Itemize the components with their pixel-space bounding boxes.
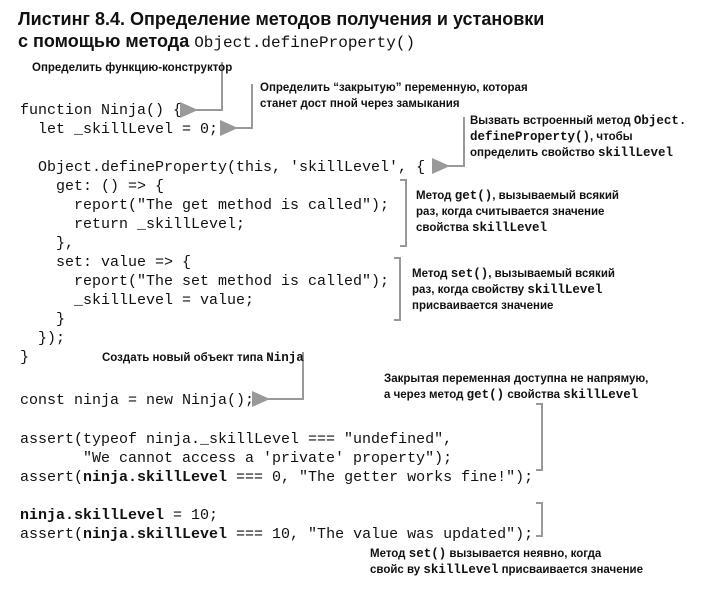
note-define-property-line-3: определить свойство skillLevel [470, 145, 686, 161]
note-dp-3b: skillLevel [597, 146, 673, 160]
code-bold-skilllevel-3: ninja.skillLevel [83, 526, 228, 543]
note-define-property: Вызвать встроенный метод Object. defineP… [470, 113, 686, 161]
code-assert-open-2: assert( [20, 526, 84, 543]
code-line-12: }); [20, 330, 66, 347]
code-line-11: } [20, 311, 66, 328]
note-set-1a: Метод [412, 268, 451, 280]
title-line-2-prefix: с помощью метода [18, 31, 195, 51]
code-line-19: assert(ninja.skillLevel === 10, "The val… [20, 525, 533, 544]
code-line-15: assert(typeof ninja._skillLevel === "und… [20, 431, 453, 448]
note-set-1c: , вызываемый всякий [488, 268, 615, 280]
note-set-2a: раз, когда свойству [412, 284, 528, 296]
code-bold-skilllevel-1: ninja.skillLevel [83, 469, 228, 486]
note-get-line-1: Метод get(), вызываемый всякий [416, 188, 619, 204]
code-line-17: assert(ninja.skillLevel === 0, "The gett… [20, 468, 533, 487]
note-pa-2a: а через метод [384, 389, 467, 401]
note-set-method: Метод set(), вызываемый всякий раз, когд… [412, 266, 615, 314]
code-line-10: _skillLevel = value; [20, 292, 255, 309]
note-set-line-3: присваивается значение [412, 300, 554, 312]
note-is-1c: вызывается неявно, когда [446, 548, 602, 560]
note-get-method: Метод get(), вызываемый всякий раз, когд… [416, 188, 619, 236]
note-get-1a: Метод [416, 190, 455, 202]
code-line-9: report("The set method is called"); [20, 273, 390, 290]
note-get-3a: свойства [416, 222, 472, 234]
note-is-2c: присваивается значение [498, 564, 643, 576]
note-private-variable: Определить “закрытую” переменную, котора… [260, 80, 528, 112]
code-line-5: report("The get method is called"); [20, 197, 390, 214]
code-assign-rest: = 10; [164, 507, 219, 524]
title-line-2-code: Object.defineProperty() [194, 34, 416, 52]
note-pa-2c: свойства [504, 389, 564, 401]
note-new-object-a: Создать новый объект типа [102, 352, 267, 364]
note-set-line-2: раз, когда свойству skillLevel [412, 282, 615, 298]
note-implicit-set: Метод set() вызывается неявно, когда сво… [370, 546, 643, 578]
note-new-object: Создать новый объект типа Ninja [102, 350, 304, 366]
note-define-property-line-2: defineProperty(), чтобы [470, 129, 686, 145]
code-line-4: get: () => { [20, 178, 165, 195]
code-line-7: }, [20, 235, 75, 252]
code-line-14: const ninja = new Ninja(); [20, 392, 255, 409]
note-private-variable-line-2: станет дост пной через замыкания [260, 98, 460, 110]
note-get-line-2: раз, когда считывается значение [416, 206, 605, 218]
note-is-1b: set() [408, 547, 447, 561]
code-assert-rest-2: === 10, "The value was updated"); [227, 526, 534, 543]
note-implicit-set-line-2: свойс ву skillLevel присваивается значен… [370, 562, 643, 578]
title-line-1: Листинг 8.4. Определение методов получен… [18, 9, 545, 29]
code-line-2: let _skillLevel = 0; [20, 121, 219, 138]
note-is-1a: Метод [370, 548, 409, 560]
note-get-1b: get() [454, 189, 493, 203]
note-dp-3a: определить свойство [470, 147, 598, 159]
note-dp-2a: defineProperty() [470, 130, 591, 144]
note-get-1c: , вызываемый всякий [492, 190, 619, 202]
note-dp-1b: Object. [633, 114, 687, 128]
code-line-8: set: value => { [20, 254, 192, 271]
code-line-3: Object.defineProperty(this, 'skillLevel'… [20, 159, 426, 176]
code-line-1: function Ninja() { [20, 102, 183, 119]
note-pa-2d: skillLevel [563, 388, 639, 402]
note-set-line-1: Метод set(), вызываемый всякий [412, 266, 615, 282]
note-get-line-3: свойства skillLevel [416, 220, 619, 236]
note-new-object-b: Ninja [266, 351, 304, 365]
note-private-variable-line-1: Определить “закрытую” переменную, котора… [260, 82, 528, 94]
note-is-2b: skillLevel [423, 563, 499, 577]
note-pa-2b: get() [466, 388, 505, 402]
note-set-1b: set() [450, 267, 489, 281]
note-private-access: Закрытая переменная доступна не напрямую… [384, 371, 648, 403]
code-line-13: } [20, 349, 30, 366]
title-line-2: с помощью метода Object.defineProperty() [18, 30, 544, 54]
note-private-access-line-2: а через метод get() свойства skillLevel [384, 387, 648, 403]
listing-title: Листинг 8.4. Определение методов получен… [18, 8, 544, 54]
code-assert-rest-1: === 0, "The getter works fine!"); [227, 469, 534, 486]
note-define-property-line-1: Вызвать встроенный метод Object. [470, 113, 686, 129]
note-get-3b: skillLevel [471, 221, 547, 235]
code-line-16: "We cannot access a 'private' property")… [20, 450, 453, 467]
note-private-access-line-1: Закрытая переменная доступна не напрямую… [384, 373, 649, 385]
code-line-18: ninja.skillLevel = 10; [20, 506, 218, 525]
note-set-2b: skillLevel [527, 283, 603, 297]
note-dp-2b: , чтобы [590, 131, 633, 143]
note-implicit-set-line-1: Метод set() вызывается неявно, когда [370, 546, 643, 562]
code-assert-open: assert( [20, 469, 84, 486]
note-constructor: Определить функцию-конструктор [32, 62, 233, 74]
note-dp-1a: Вызвать встроенный метод [470, 115, 634, 127]
code-line-6: return _skillLevel; [20, 216, 246, 233]
note-is-2a: свойс ву [370, 564, 424, 576]
code-bold-skilllevel-2: ninja.skillLevel [20, 507, 165, 524]
